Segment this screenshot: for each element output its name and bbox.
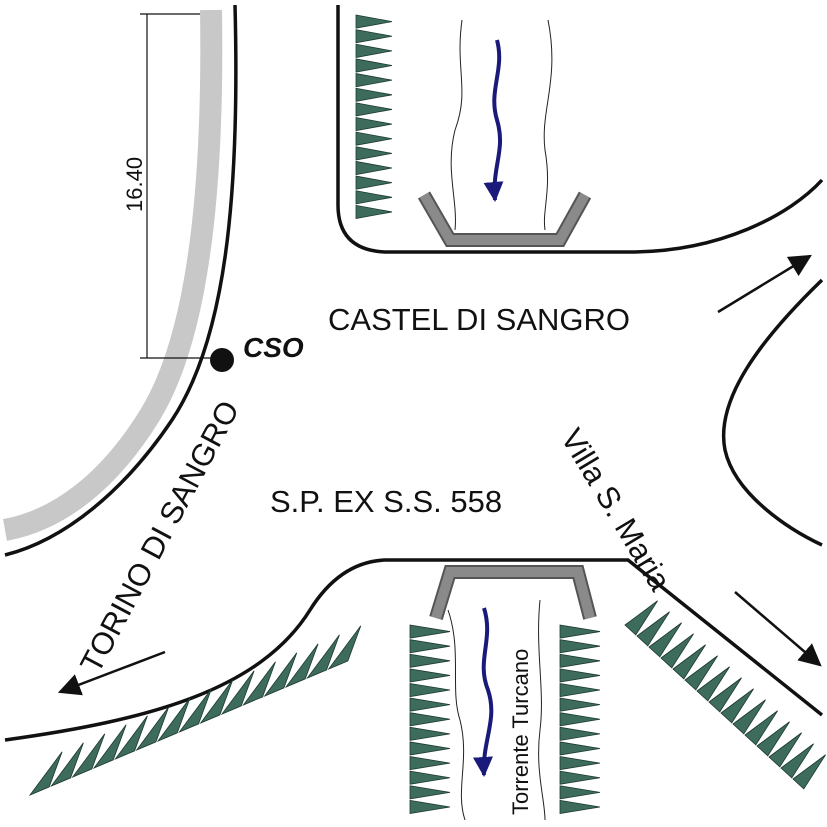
embankment-spike <box>409 624 451 639</box>
embankment-spike <box>355 58 393 73</box>
embankment-spike <box>696 666 730 702</box>
embankment-spike <box>559 756 601 771</box>
embankment-spike <box>409 726 451 741</box>
embankment-spike <box>355 14 393 29</box>
embankment-spike <box>156 697 191 742</box>
embankment-spike <box>684 655 718 691</box>
embankment-spike <box>242 661 276 706</box>
embankment-spike <box>660 633 694 669</box>
water-flow-arrow-south <box>472 607 494 777</box>
embankment-spike <box>355 204 393 220</box>
road-label-castel-di-sangro: CASTEL DI SANGRO <box>328 302 630 337</box>
embankment-spike <box>624 600 658 636</box>
embankment-spike <box>327 625 362 670</box>
river-banks <box>447 19 553 821</box>
embankment-spike <box>355 131 393 146</box>
embankment-spike <box>355 175 393 190</box>
embankment-spike <box>559 770 601 785</box>
embankment-spike <box>559 726 601 741</box>
embankment-spike <box>284 643 319 688</box>
embankment-spike <box>409 770 451 785</box>
embankment-spike <box>559 697 601 712</box>
embankment-spike <box>355 102 393 117</box>
embankment-spike <box>50 742 84 787</box>
embankment-spike <box>199 679 234 724</box>
embankment-spike <box>559 785 601 800</box>
embankment-spike <box>559 682 601 698</box>
bridge-south <box>429 565 597 621</box>
embankment-spike <box>71 733 106 778</box>
embankment-spike <box>409 668 451 683</box>
embankment-spike <box>114 715 148 760</box>
embankment-spike <box>744 710 778 746</box>
embankment-spike <box>756 721 790 757</box>
embankment-spike <box>409 682 451 698</box>
embankment-spike <box>559 639 601 654</box>
embankment-spike <box>559 653 601 668</box>
dimension-line <box>140 13 222 359</box>
embankment-spike <box>559 799 601 815</box>
embankment-spike <box>732 699 766 735</box>
water-flow-arrow-north <box>483 39 504 202</box>
embankment-spike <box>672 644 706 680</box>
embankment-spike <box>409 785 451 800</box>
bridge-south-fill <box>431 567 595 620</box>
dimension-label: 16.40 <box>122 157 147 212</box>
embankment-spike <box>720 688 754 724</box>
embankment-spike <box>409 756 451 771</box>
embankment-spike <box>355 29 393 44</box>
road-edge-east <box>721 278 824 547</box>
embankment-spike <box>355 73 393 88</box>
embankment-spike <box>355 43 393 58</box>
road-label-sp-558: S.P. EX S.S. 558 <box>270 484 502 519</box>
embankment-spike <box>559 741 601 756</box>
retaining-wall <box>2 9 223 541</box>
embankment-spike <box>768 732 802 768</box>
embankment-spike <box>409 741 451 756</box>
embankment-spike <box>178 688 212 733</box>
embankment-spike <box>409 639 451 654</box>
embankment-hatching <box>28 14 826 815</box>
embankment-spike <box>409 697 451 712</box>
embankment-spike <box>28 751 63 796</box>
embankment-spike <box>559 668 601 683</box>
road-edge-south <box>4 558 824 742</box>
embankment-spike <box>409 653 451 668</box>
embankment-spike <box>708 677 742 713</box>
embankment-spike <box>409 799 451 815</box>
embankment-spike <box>559 624 601 639</box>
embankment-spike <box>220 670 255 715</box>
embankment-spike <box>409 712 451 727</box>
embankment-spike <box>648 622 682 658</box>
embankment-spike <box>559 712 601 727</box>
direction-arrow-torino <box>57 650 166 696</box>
embankment-spike <box>780 743 814 779</box>
cso-label: CSO <box>243 332 304 363</box>
direction-arrow-castel <box>717 254 812 314</box>
embankment-spike <box>355 190 393 205</box>
embankment-spike <box>355 117 393 132</box>
embankment-spike <box>355 87 393 102</box>
embankment-spike <box>263 652 298 697</box>
embankment-spike <box>636 611 670 647</box>
embankment-spike <box>135 706 170 751</box>
embankment-spike <box>92 724 127 769</box>
direction-arrow-villa <box>734 591 822 667</box>
bridge-north-fill <box>419 192 590 245</box>
road-edge-north <box>336 5 824 254</box>
road-edge-west <box>4 4 238 557</box>
cso-point <box>210 348 234 372</box>
river-label: Torrente Turcano <box>508 649 533 815</box>
embankment-spike <box>792 754 826 790</box>
embankment-spike <box>355 146 393 161</box>
embankment-spike <box>355 160 393 176</box>
embankment-spike <box>306 634 340 679</box>
